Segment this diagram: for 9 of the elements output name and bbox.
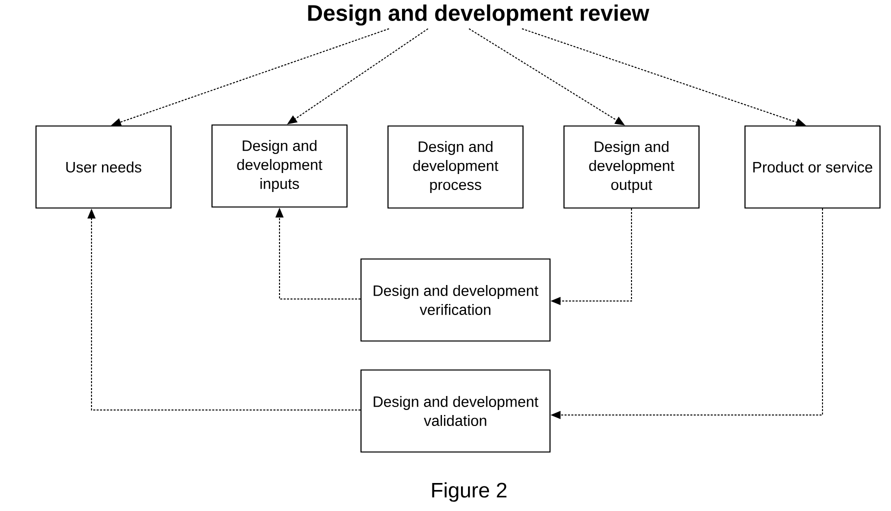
process-box: Design and development process bbox=[387, 125, 524, 209]
title: Design and development review bbox=[308, 4, 650, 26]
process-box: Design and development inputs bbox=[211, 124, 348, 208]
process-box: Design and development verification bbox=[360, 258, 551, 342]
process-box: Product or service bbox=[744, 125, 881, 209]
process-box: Design and development validation bbox=[360, 369, 551, 453]
process-box: Design and development output bbox=[563, 125, 700, 209]
process-box: User needs bbox=[35, 125, 172, 209]
caption: Figure 2 bbox=[432, 482, 506, 502]
